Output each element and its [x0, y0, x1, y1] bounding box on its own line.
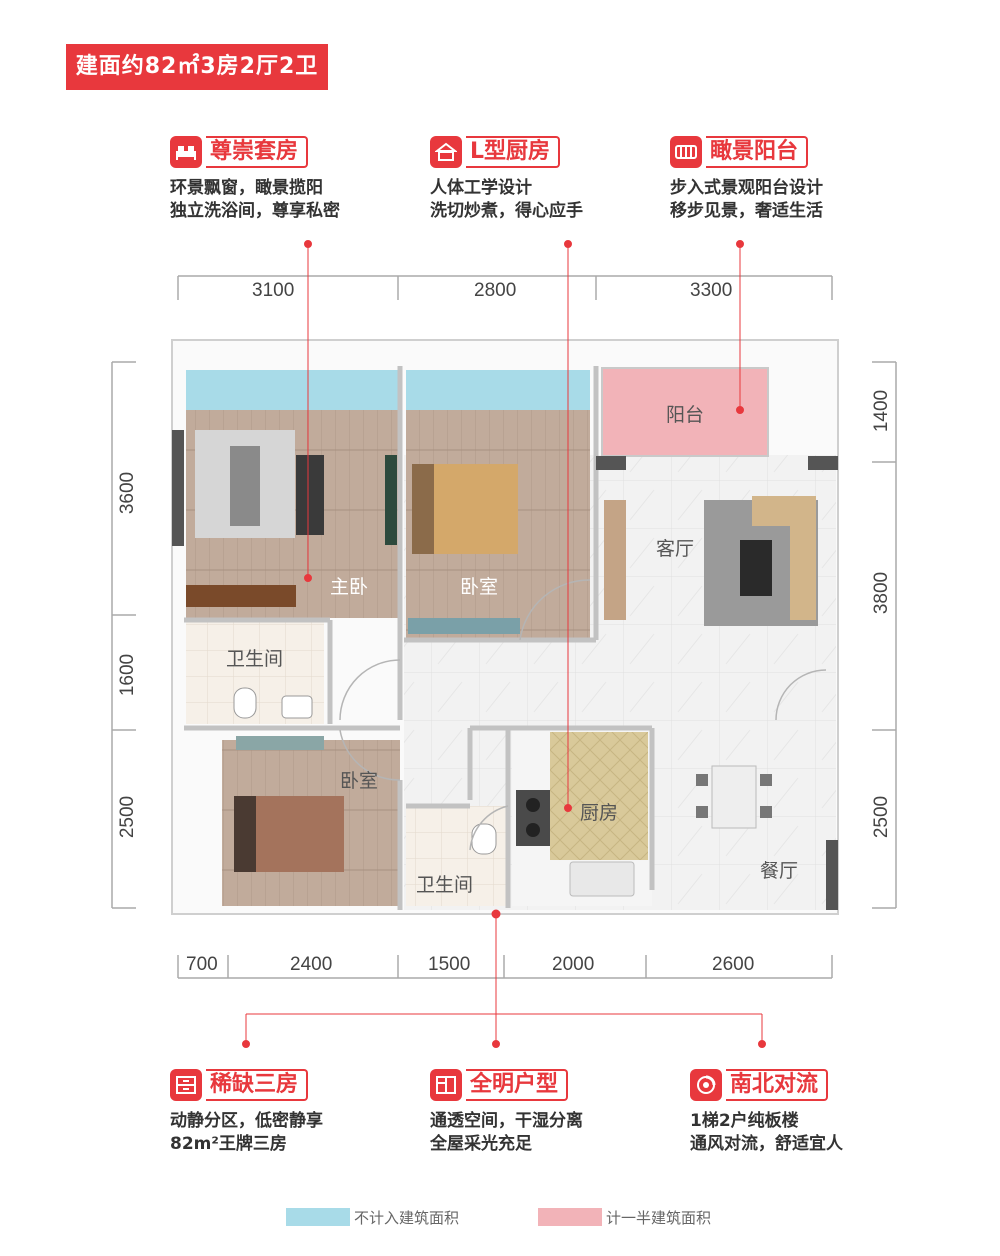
- window-icon: [430, 1069, 462, 1101]
- feature-title: L型厨房: [466, 136, 561, 168]
- feature-line: 人体工学设计: [430, 178, 532, 198]
- kitchen-icon: [430, 136, 462, 168]
- room-dining: 餐厅: [760, 860, 799, 882]
- dim-left-3: 2500: [117, 795, 138, 839]
- feature-three-rooms: 稀缺三房 动静分区，低密静享 82m²王牌三房: [170, 1068, 430, 1156]
- dim-right-3: 2500: [871, 795, 892, 839]
- dim-top-2: 2800: [474, 280, 517, 301]
- room-bedroom-2: 卧室: [460, 576, 499, 598]
- dim-lines-bottom: [177, 955, 833, 979]
- airflow-icon: [690, 1069, 722, 1101]
- dim-lines-right: [872, 361, 897, 909]
- legend-swatch-half: [538, 1208, 602, 1226]
- wall-columns: [172, 430, 838, 910]
- feature-bright: 全明户型 通透空间，干湿分离 全屋采光充足: [430, 1068, 690, 1156]
- feature-line: 通风对流，舒适宜人: [690, 1134, 843, 1154]
- feature-line: 82m²王牌三房: [170, 1134, 287, 1154]
- dim-right-2: 3800: [871, 571, 892, 615]
- feature-title: 南北对流: [726, 1069, 829, 1101]
- room-kitchen: 厨房: [580, 802, 619, 824]
- feature-title: 稀缺三房: [206, 1069, 309, 1101]
- door-arcs: [339, 579, 827, 851]
- legend-label-excluded: 不计入建筑面积: [354, 1209, 460, 1227]
- legend-label-half: 计一半建筑面积: [606, 1209, 712, 1227]
- balcony-icon: [670, 136, 702, 168]
- room-living: 客厅: [656, 538, 695, 560]
- dim-bottom-1: 700: [186, 954, 218, 975]
- room-bedroom-3: 卧室: [340, 770, 379, 792]
- dim-top-1: 3100: [252, 280, 295, 301]
- dim-lines-left: [111, 361, 136, 909]
- feature-line: 通透空间，干湿分离: [430, 1111, 583, 1131]
- feature-title: 全明户型: [466, 1069, 569, 1101]
- feature-line: 全屋采光充足: [430, 1134, 532, 1154]
- dim-right-1: 1400: [871, 389, 892, 433]
- feature-balcony: 瞰景阳台 步入式景观阳台设计 移步见景，奢适生活: [670, 135, 930, 223]
- room-balcony: 阳台: [666, 404, 705, 426]
- room-bathroom-2: 卫生间: [416, 874, 474, 896]
- pointer-lines: [242, 240, 766, 1048]
- dim-bottom-3: 1500: [428, 954, 471, 975]
- dim-left-1: 3600: [117, 471, 138, 515]
- bed-icon: [170, 136, 202, 168]
- room-bathroom-1: 卫生间: [226, 648, 284, 670]
- feature-line: 动静分区，低密静享: [170, 1111, 323, 1131]
- dim-lines-top: [177, 275, 833, 300]
- feature-title: 瞰景阳台: [706, 136, 809, 168]
- feature-kitchen: L型厨房 人体工学设计 洗切炒煮，得心应手: [430, 135, 690, 223]
- feature-line: 1梯2户纯板楼: [690, 1111, 799, 1131]
- room-master-bedroom: 主卧: [330, 576, 369, 598]
- feature-line: 步入式景观阳台设计: [670, 178, 823, 198]
- feature-suite: 尊崇套房 环景飘窗，瞰景揽阳 独立洗浴间，尊享私密: [170, 135, 430, 223]
- feature-line: 独立洗浴间，尊享私密: [170, 201, 340, 221]
- dim-bottom-5: 2600: [712, 954, 755, 975]
- feature-title: 尊崇套房: [206, 136, 309, 168]
- walls: [184, 366, 655, 910]
- legend-swatch-excluded: [286, 1208, 350, 1226]
- dim-top-3: 3300: [690, 280, 733, 301]
- dim-left-2: 1600: [117, 653, 138, 697]
- feature-airflow: 南北对流 1梯2户纯板楼 通风对流，舒适宜人: [690, 1068, 950, 1156]
- dim-bottom-2: 2400: [290, 954, 333, 975]
- feature-line: 洗切炒煮，得心应手: [430, 201, 583, 221]
- feature-line: 移步见景，奢适生活: [670, 201, 823, 221]
- drawer-icon: [170, 1069, 202, 1101]
- area-badge: 建面约82㎡3房2厅2卫: [66, 44, 328, 90]
- feature-line: 环景飘窗，瞰景揽阳: [170, 178, 323, 198]
- dim-bottom-4: 2000: [552, 954, 595, 975]
